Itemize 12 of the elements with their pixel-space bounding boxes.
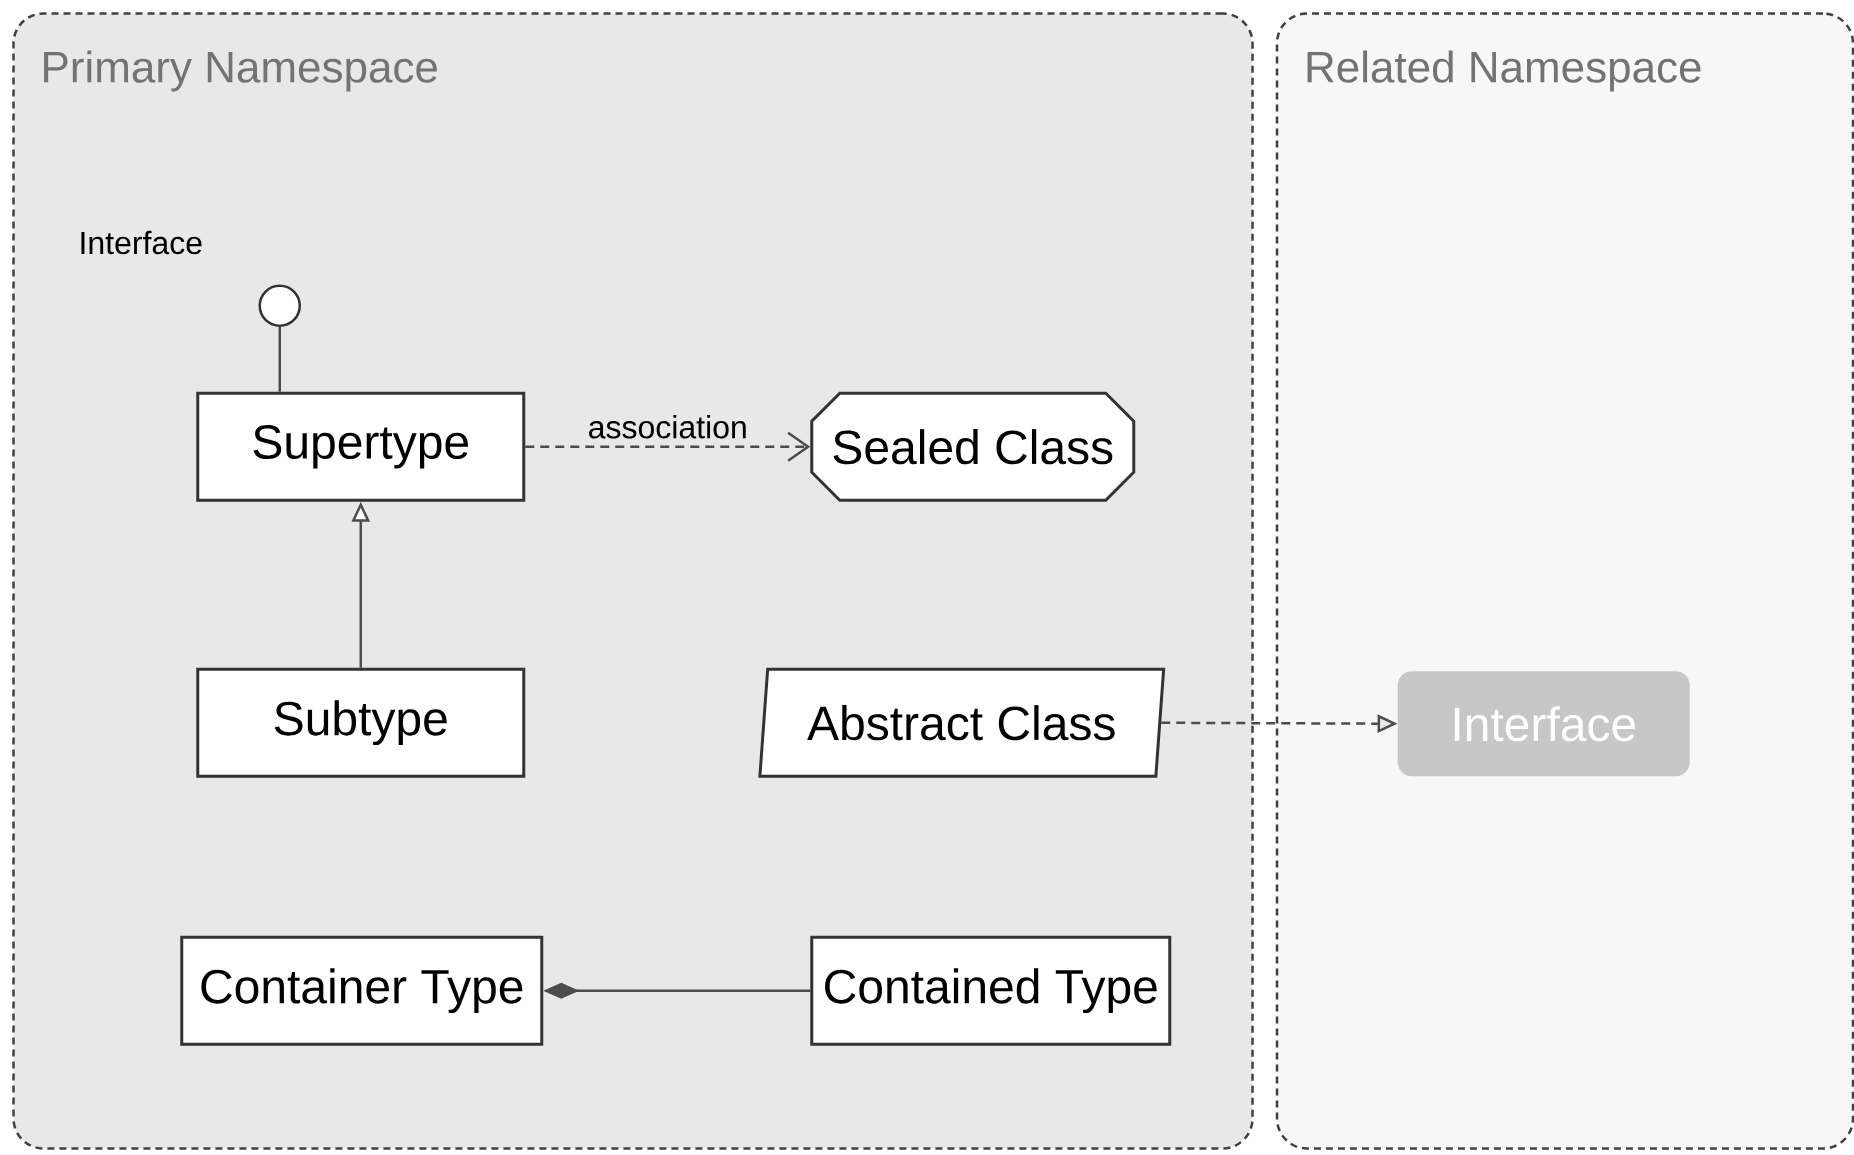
- edge-label: association: [585, 413, 750, 441]
- arrow: [525, 431, 811, 462]
- class-box: Subtype: [196, 667, 526, 778]
- connector-line: [278, 327, 281, 392]
- interface-box: Interface: [1397, 671, 1690, 777]
- interface-lollipop: Interface: [81, 230, 301, 327]
- class-box: Supertype: [196, 391, 526, 502]
- sealed-class-box: Sealed Class: [810, 391, 1136, 502]
- class-box: Contained Type: [810, 935, 1172, 1046]
- class-box: Container Type: [180, 935, 544, 1046]
- abstract-class-box: Abstract Class: [758, 667, 1166, 778]
- node-label: Interface: [81, 230, 202, 255]
